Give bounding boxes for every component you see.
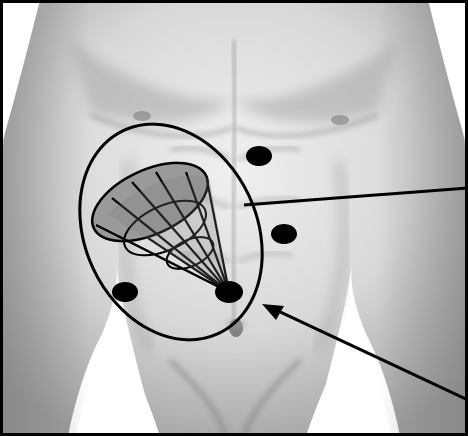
port-marker-apex [215, 281, 243, 303]
port-marker-middle [271, 224, 297, 244]
port-marker-left [112, 282, 138, 302]
port-marker-upper [246, 146, 272, 166]
